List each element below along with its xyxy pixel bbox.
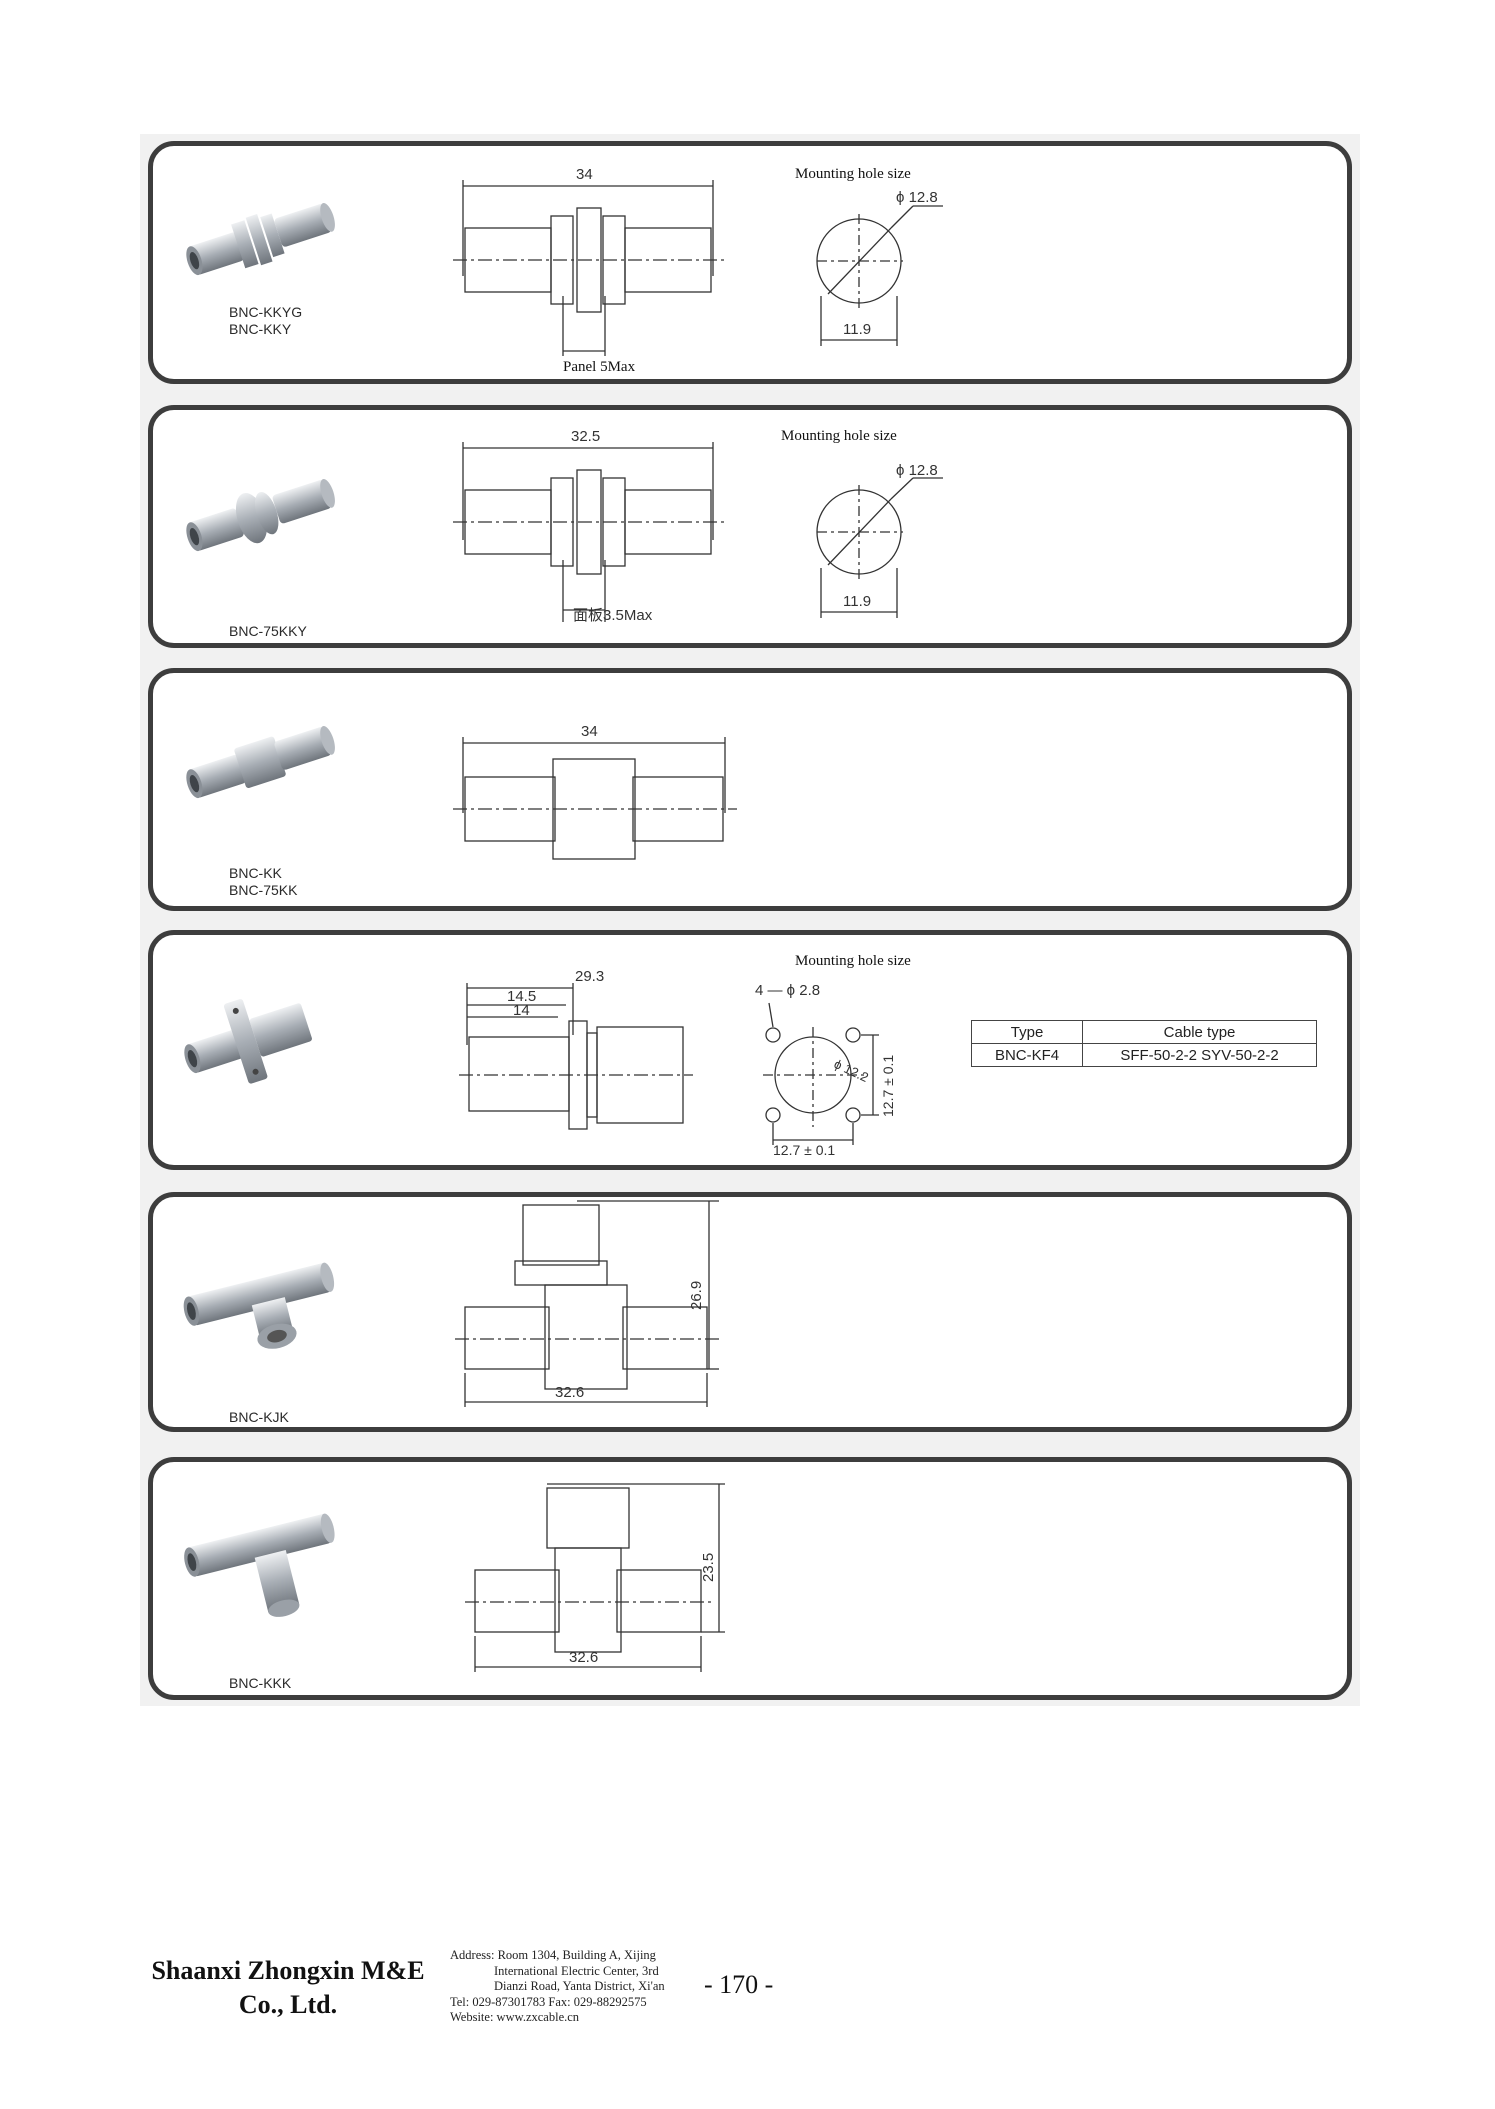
- hole-diameter: ϕ 12.2: [832, 1056, 871, 1085]
- product-panel-bnc-kjk: BNC-KJK 26.9 32.6: [148, 1192, 1352, 1432]
- connector-photo: [184, 1513, 335, 1617]
- pitch-vertical: 12.7 ± 0.1: [880, 1055, 896, 1117]
- length-dimension: 32.5: [571, 428, 600, 445]
- product-panel-bnc-kf4: 29.3 14.5 14 Mounting hole size 4 — ϕ 2.…: [148, 930, 1352, 1170]
- table-cell: BNC-KF4: [970, 1043, 1084, 1067]
- table-cell: SFF-50-2-2 SYV-50-2-2: [1082, 1043, 1317, 1067]
- product-panel-bnc-75kky: BNC-75KKY 32.5 面板3.5Max Mounting hole si…: [148, 405, 1352, 648]
- dimension-drawing: 34: [453, 723, 737, 860]
- model-label: BNC-KKY: [229, 321, 292, 337]
- hole-spec: 4 — ϕ 2.8: [755, 982, 820, 999]
- table-header: Cable type: [1082, 1020, 1317, 1044]
- pitch-horizontal: 12.7 ± 0.1: [773, 1142, 835, 1158]
- mounting-hole-title: Mounting hole size: [795, 953, 911, 969]
- dimension-drawing: 23.5 32.6: [465, 1483, 725, 1672]
- length-dimension: 34: [576, 166, 593, 183]
- website-line: Website: www.zxcable.cn: [450, 2010, 580, 2024]
- length-dimension: 32.6: [569, 1649, 598, 1666]
- address-line: Address: Room 1304, Building A, Xijing: [450, 1948, 656, 1962]
- model-labels: BNC-KK BNC-75KK: [229, 865, 297, 899]
- dimension-drawing: 34 Panel 5Max Mounting hole size ϕ 12.8 …: [453, 166, 943, 375]
- product-panel-bnc-kk: BNC-KK BNC-75KK 34: [148, 668, 1352, 911]
- connector-photo: [184, 999, 312, 1084]
- model-label: BNC-KK: [229, 865, 282, 881]
- address-line: Dianzi Road, Yanta District, Xi'an: [494, 1979, 665, 1993]
- length-dimension: 32.6: [555, 1384, 584, 1401]
- type-cable-table: Type Cable type BNC-KF4 SFF-50-2-2 SYV-5…: [970, 1020, 1317, 1067]
- contact-line: Tel: 029-87301783 Fax: 029-88292575: [450, 1994, 647, 2009]
- model-label: BNC-75KK: [229, 882, 298, 898]
- dimension-b: 14: [513, 1002, 530, 1019]
- model-labels: BNC-KJK: [229, 1409, 289, 1426]
- hole-flat: 11.9: [843, 321, 871, 338]
- dimension-drawing: 29.3 14.5 14 Mounting hole size 4 — ϕ 2.…: [459, 953, 911, 1158]
- mounting-hole-title: Mounting hole size: [795, 166, 911, 182]
- connector-photo: [186, 725, 335, 799]
- table-header: Type: [970, 1020, 1084, 1044]
- page-number: - 170 -: [704, 1970, 774, 1999]
- model-label: BNC-KJK: [229, 1409, 289, 1425]
- company-address: Address: Room 1304, Building A, Xijing I…: [450, 1948, 690, 2026]
- panel-note: Panel 5Max: [563, 359, 636, 375]
- height-dimension: 26.9: [688, 1281, 705, 1310]
- product-panel-bnc-kkyg: BNC-KKYG BNC-KKY 34 Panel 5Max Mounting …: [148, 141, 1352, 384]
- dimension-drawing: 26.9 32.6: [455, 1200, 719, 1407]
- company-line: Shaanxi Zhongxin M&E: [151, 1956, 425, 1985]
- hole-diameter: ϕ 12.8: [896, 189, 938, 206]
- address-line: International Electric Center, 3rd: [494, 1963, 659, 1978]
- hole-diameter: ϕ 12.8: [896, 462, 938, 479]
- model-labels: BNC-75KKY: [229, 623, 307, 640]
- length-dimension: 34: [581, 723, 598, 740]
- mounting-hole-title: Mounting hole size: [781, 428, 897, 444]
- company-name: Shaanxi Zhongxin M&E Co., Ltd.: [142, 1954, 434, 2022]
- length-dimension: 29.3: [575, 968, 604, 985]
- catalog-sheet: [140, 134, 1360, 1706]
- dimension-drawing: 32.5 面板3.5Max Mounting hole size ϕ 12.8 …: [453, 428, 943, 624]
- connector-photo: [183, 1262, 335, 1349]
- company-line: Co., Ltd.: [238, 1990, 338, 2019]
- panel-note: 面板3.5Max: [573, 606, 653, 624]
- connector-photo: [186, 478, 335, 552]
- height-dimension: 23.5: [700, 1553, 717, 1582]
- model-labels: BNC-KKK: [229, 1675, 291, 1692]
- model-labels: BNC-KKYG BNC-KKY: [229, 304, 302, 338]
- model-label: BNC-75KKY: [229, 623, 307, 639]
- dimension-a: 14.5: [507, 988, 536, 1005]
- product-panel-bnc-kkk: BNC-KKK 23.5 32.6: [148, 1457, 1352, 1700]
- hole-flat: 11.9: [843, 593, 871, 610]
- model-label: BNC-KKYG: [229, 304, 303, 320]
- connector-photo: [186, 202, 335, 276]
- model-label: BNC-KKK: [229, 1675, 292, 1691]
